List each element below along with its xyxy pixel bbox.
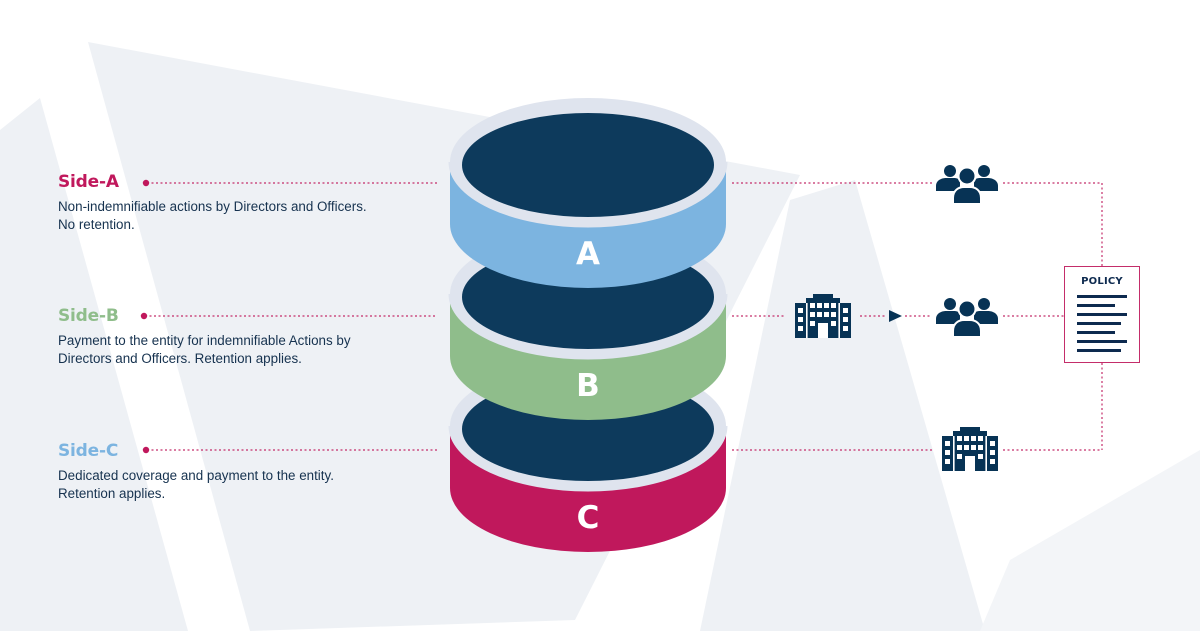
ring-c-edge bbox=[448, 425, 728, 492]
bg-shape-right bbox=[700, 180, 985, 631]
side-a-description-line-1: Non-indemnifiable actions by Directors a… bbox=[58, 199, 367, 214]
building-icon bbox=[795, 294, 851, 338]
side-b-description-line-1: Payment to the entity for indemnifiable … bbox=[58, 333, 351, 348]
people-icon bbox=[936, 298, 998, 338]
bg-shape-right-edge bbox=[980, 450, 1200, 631]
ring-a-letter: A bbox=[576, 236, 600, 272]
ring-b-edge bbox=[448, 293, 728, 360]
side-b-description: Payment to the entity for indemnifiable … bbox=[58, 332, 351, 368]
policy-label: POLICY bbox=[1081, 276, 1123, 287]
bullet-side-a bbox=[142, 179, 150, 187]
side-c-description-line-1: Dedicated coverage and payment to the en… bbox=[58, 468, 334, 483]
ring-c-letter: C bbox=[577, 500, 600, 536]
ring-a-band bbox=[450, 162, 726, 288]
bullet-side-b bbox=[140, 312, 148, 320]
side-b-block: Side-B Payment to the entity for indemni… bbox=[58, 306, 351, 368]
rings-stack: C B A bbox=[448, 98, 728, 552]
side-a-block: Side-A Non-indemnifiable actions by Dire… bbox=[58, 172, 367, 234]
people-icon bbox=[936, 165, 998, 205]
side-c-description-line-2: Retention applies. bbox=[58, 486, 166, 501]
side-a-description: Non-indemnifiable actions by Directors a… bbox=[58, 198, 367, 234]
side-c-title: Side-C bbox=[58, 441, 119, 461]
ring-a: A bbox=[448, 98, 728, 288]
ring-a-inner bbox=[462, 113, 714, 217]
side-c-block: Side-C Dedicated coverage and payment to… bbox=[58, 441, 334, 503]
side-b-description-line-2: Directors and Officers. Retention applie… bbox=[58, 351, 302, 366]
ring-b-band bbox=[450, 294, 726, 420]
building-icon bbox=[942, 427, 998, 471]
bg-shape-left bbox=[0, 98, 188, 631]
connector-lines bbox=[145, 182, 1103, 451]
ring-b-letter: B bbox=[576, 368, 600, 404]
arrow-right-icon bbox=[889, 310, 902, 322]
ring-c-band bbox=[450, 426, 726, 552]
side-b-title: Side-B bbox=[58, 306, 119, 326]
side-c-description: Dedicated coverage and payment to the en… bbox=[58, 467, 334, 503]
policy-document: POLICY bbox=[1064, 266, 1140, 363]
side-a-description-line-2: No retention. bbox=[58, 217, 135, 232]
side-a-title: Side-A bbox=[58, 172, 119, 192]
bullet-side-c bbox=[142, 446, 150, 454]
ring-a-edge bbox=[448, 161, 728, 228]
